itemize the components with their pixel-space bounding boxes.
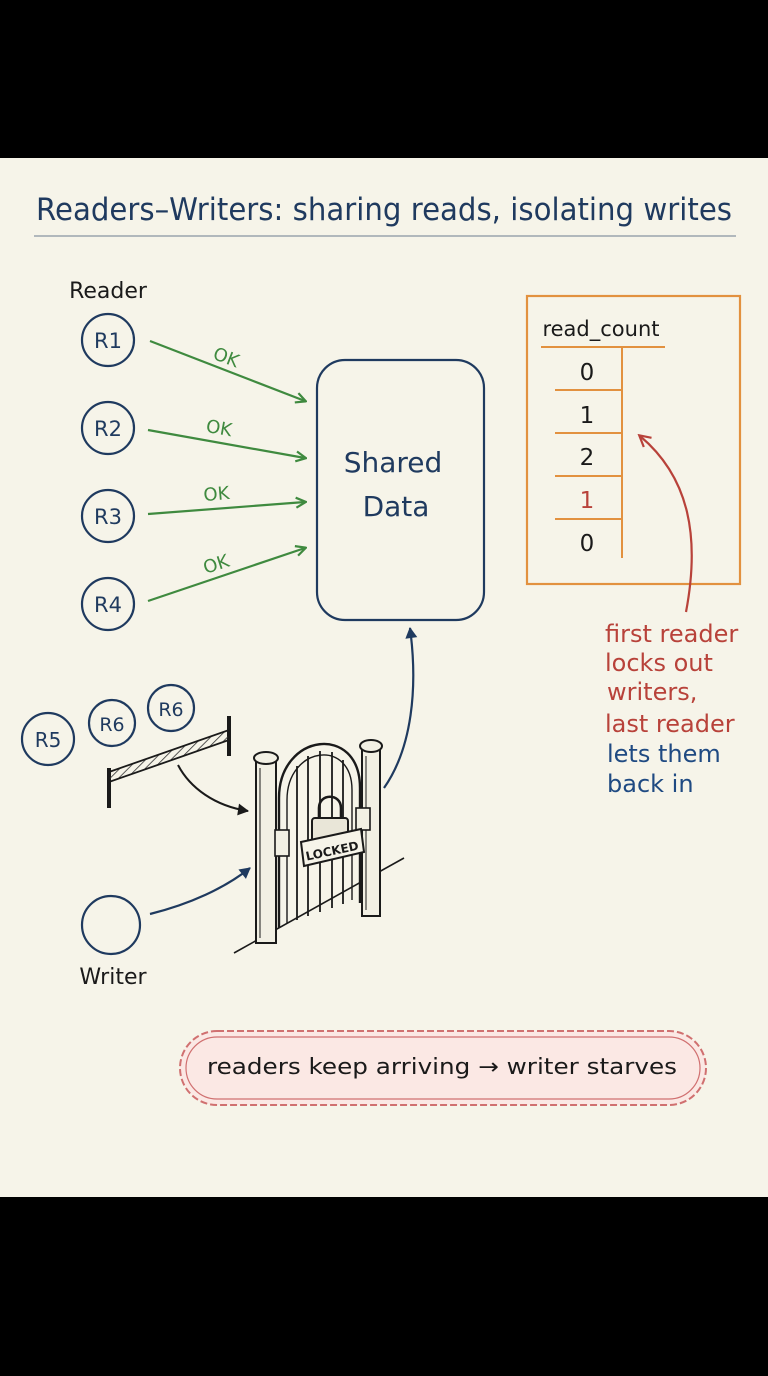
starvation-banner: readers keep arriving → writer starves — [179, 1030, 707, 1106]
ok-arrow-r3: OK — [147, 483, 305, 516]
reader-label: R6 — [99, 714, 124, 736]
waiting-reader-r6b: R6 — [146, 683, 196, 733]
note-line: last reader — [605, 710, 735, 738]
ok-arrow-r2: OK — [147, 416, 305, 458]
read-count-value: 0 — [580, 360, 595, 386]
read-count-label: read_count — [542, 317, 659, 342]
read-count-value: 1 — [580, 488, 595, 514]
diagram-canvas: Readers–Writers: sharing reads, isolatin… — [0, 158, 768, 1197]
ok-arrow-r1: OK — [149, 339, 305, 401]
note-line: first reader — [605, 620, 738, 648]
waiting-reader-r6: R6 — [87, 698, 137, 748]
note-line: back in — [607, 770, 694, 798]
note-line: writers, — [607, 678, 697, 706]
reader-label: R4 — [94, 593, 122, 617]
ok-arrow-r4: OK — [147, 548, 305, 603]
note-arrow — [640, 436, 693, 613]
locked-gate: LOCKED — [233, 739, 405, 954]
reader-r1: R1 — [80, 312, 136, 368]
reader-group-label: Reader — [69, 279, 148, 304]
reader-label: R3 — [94, 505, 122, 529]
note-line: locks out — [605, 649, 713, 677]
readers-to-gate-arrow — [177, 764, 249, 816]
writer-label: Writer — [79, 965, 147, 990]
starvation-text: readers keep arriving → writer starves — [207, 1055, 677, 1080]
reader-r3: R3 — [80, 488, 136, 544]
reader-label: R1 — [94, 329, 122, 353]
reader-label: R6 — [158, 699, 183, 721]
note-line: lets them — [607, 740, 721, 768]
reader-r4: R4 — [80, 576, 136, 632]
read-count-value: 1 — [580, 403, 595, 429]
reader-label: R2 — [94, 417, 122, 441]
writer-to-gate-arrow — [149, 867, 251, 916]
read-count-value: 2 — [580, 445, 595, 471]
page-title: Readers–Writers: sharing reads, isolatin… — [36, 192, 732, 228]
barrier — [107, 716, 231, 808]
shared-data-line1: Shared — [344, 446, 443, 479]
writer: Writer — [79, 894, 148, 990]
shared-data-box: Shared Data — [315, 358, 486, 622]
read-count-value: 0 — [580, 531, 595, 557]
ok-label: OK — [203, 483, 232, 506]
gate-to-data-arrow — [383, 627, 418, 789]
ok-label: OK — [210, 343, 243, 372]
read-count-table: read_count 0 1 2 1 0 — [525, 294, 742, 586]
lock-note: first reader locks out writers, last rea… — [605, 620, 738, 798]
reader-label: R5 — [35, 728, 62, 752]
reader-r2: R2 — [80, 400, 136, 456]
shared-data-line2: Data — [363, 490, 430, 523]
waiting-reader-r5: R5 — [20, 711, 76, 767]
ok-label: OK — [204, 416, 234, 441]
